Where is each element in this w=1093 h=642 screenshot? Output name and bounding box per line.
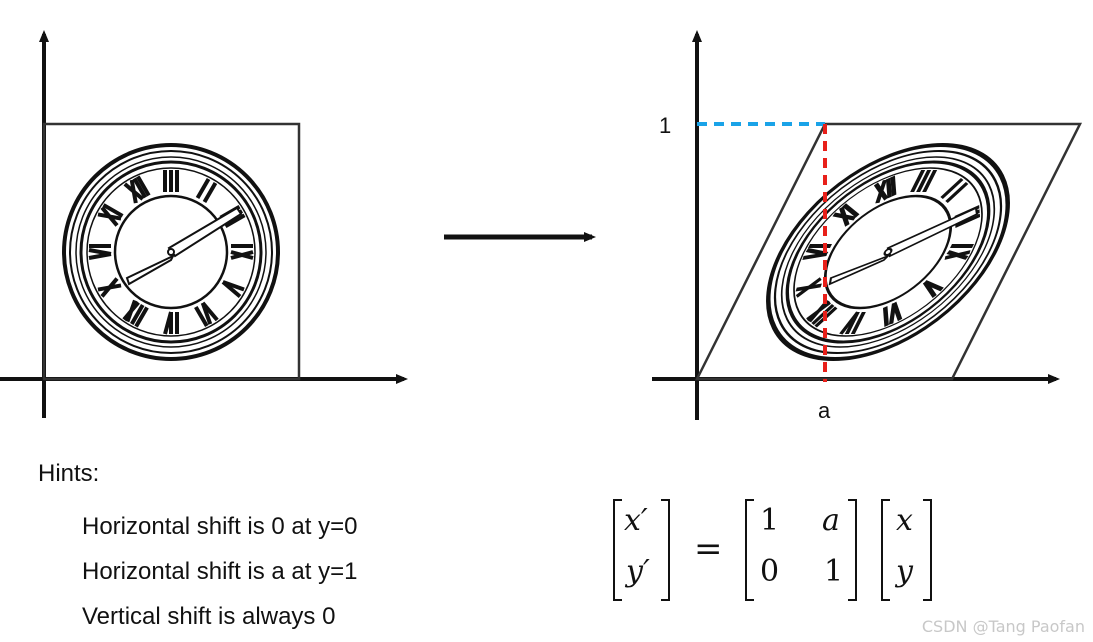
hint-item: Horizontal shift is a at y=1 [82, 558, 358, 585]
rhs-y: y [896, 554, 913, 589]
unit-square [42, 122, 301, 381]
rhs-x: x [896, 503, 913, 538]
hint-item: Vertical shift is always 0 [82, 603, 336, 630]
equals-sign: = [694, 529, 723, 569]
lhs-x-prime: x′ [624, 503, 648, 538]
watermark: CSDN @Tang Paofan [921, 617, 1085, 636]
matrix-cell: a [822, 503, 840, 538]
matrix-cell: 1 [760, 503, 780, 538]
equation-brackets [613, 499, 932, 601]
hint-item: Horizontal shift is 0 at y=0 [82, 513, 358, 540]
hints-title: Hints: [38, 460, 100, 487]
y-tick-label: 1 [659, 113, 672, 138]
sheared-clock-icon [727, 145, 1048, 359]
matrix-cell: 1 [824, 554, 844, 589]
clock-icon [62, 143, 280, 361]
matrix-cell: 0 [760, 554, 780, 589]
x-tick-label: a [818, 398, 831, 423]
sheared-parallelogram [694, 122, 1083, 381]
lhs-y-prime: y′ [626, 554, 650, 589]
